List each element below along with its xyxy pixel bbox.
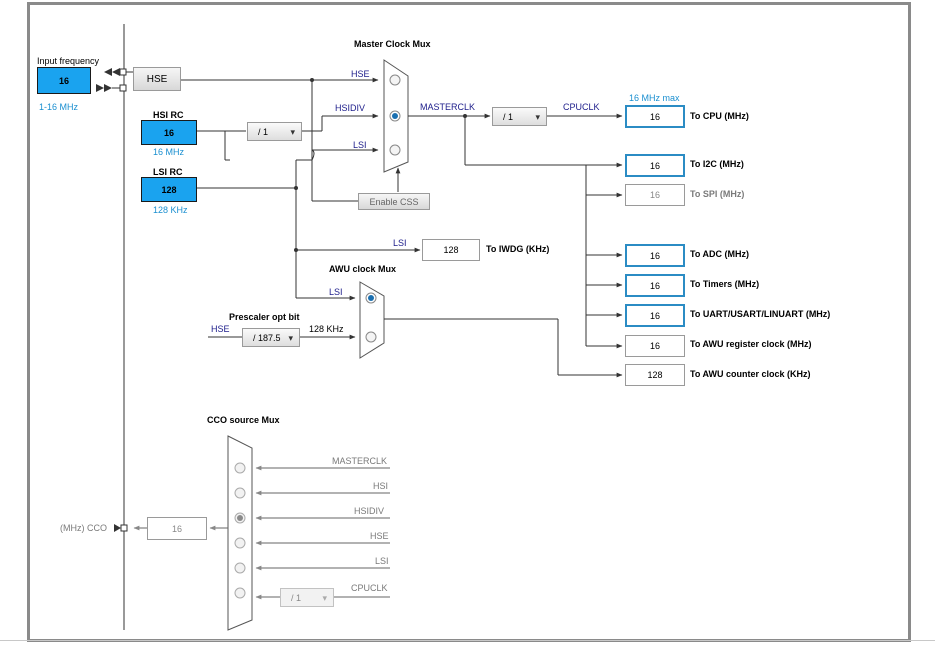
mux-radio-lsi[interactable] — [389, 144, 401, 156]
iwdg-output-label: To IWDG (KHz) — [486, 244, 550, 254]
spi-output-label: To SPI (MHz) — [690, 189, 745, 199]
masterclk-wire — [408, 113, 623, 349]
cco-source-mux — [227, 435, 253, 631]
cco-cpu-prescaler-select[interactable]: / 1 — [280, 588, 334, 607]
uart-output-label: To UART/USART/LINUART (MHz) — [690, 309, 831, 319]
input-frequency-range: 1-16 MHz — [39, 102, 79, 112]
enable-css-button[interactable]: Enable CSS — [358, 193, 430, 210]
hse-button[interactable]: HSE — [133, 67, 181, 91]
cpu-output-label: To CPU (MHz) — [690, 111, 749, 121]
cco-input-hsi-label: HSI — [373, 481, 389, 491]
bottom-divider — [0, 640, 935, 641]
hsi-rc-label: HSI RC — [153, 110, 184, 120]
awu-counter-output-label: To AWU counter clock (KHz) — [690, 369, 811, 379]
cco-connector — [114, 524, 128, 532]
hsi-rc-freq: 16 MHz — [153, 147, 185, 157]
input-connector — [96, 68, 133, 92]
mux-input-lsi-label: LSI — [353, 140, 367, 150]
cpu-prescaler-select[interactable]: / 1 — [492, 107, 547, 126]
awu-clock-mux-title: AWU clock Mux — [329, 264, 397, 274]
mux-input-hse-label: HSE — [351, 69, 370, 79]
cco-output-label: (MHz) CCO — [60, 523, 107, 533]
cco-radios[interactable] — [234, 462, 246, 599]
prescaler-opt-title: Prescaler opt bit — [229, 312, 300, 322]
cco-input-lsi-label: LSI — [375, 556, 389, 566]
cpu-max-note: 16 MHz max — [629, 93, 680, 103]
iwdg-output-field[interactable]: 128 — [422, 239, 480, 261]
hsi-prescaler-select[interactable]: / 1 — [247, 122, 302, 141]
cco-input-hse-label: HSE — [370, 531, 389, 541]
i2c-output-label: To I2C (MHz) — [690, 159, 744, 169]
adc-output-label: To ADC (MHz) — [690, 249, 749, 259]
cco-input-hsidiv-label: HSIDIV — [354, 506, 385, 516]
prescaler-opt-output-label: 128 KHz — [309, 324, 344, 334]
uart-output-field[interactable]: 16 — [625, 304, 685, 327]
mux-input-hsidiv-label: HSIDIV — [335, 103, 366, 113]
css-wire — [311, 80, 401, 202]
master-clock-mux-title: Master Clock Mux — [354, 39, 431, 49]
adc-output-field[interactable]: 16 — [625, 244, 685, 267]
awu-radio-hse[interactable] — [365, 331, 377, 343]
spi-output-field[interactable]: 16 — [625, 184, 685, 206]
cco-input-wires — [133, 465, 390, 600]
cco-output-field[interactable]: 16 — [147, 517, 207, 540]
iwdg-input-label: LSI — [393, 238, 407, 248]
awu-counter-output-field[interactable]: 128 — [625, 364, 685, 386]
prescaler-opt-select[interactable]: / 187.5 — [242, 328, 300, 347]
mux-radio-hse[interactable] — [389, 74, 401, 86]
awu-register-output-label: To AWU register clock (MHz) — [690, 339, 812, 349]
awu-register-output-field[interactable]: 16 — [625, 335, 685, 357]
input-frequency-field[interactable]: 16 — [37, 67, 91, 94]
i2c-output-field[interactable]: 16 — [625, 154, 685, 177]
masterclk-label: MASTERCLK — [420, 102, 476, 112]
hsi-rc-field[interactable]: 16 — [141, 120, 197, 145]
cco-input-cpuclk-label: CPUCLK — [351, 583, 388, 593]
cpuclk-label: CPUCLK — [563, 102, 600, 112]
cco-input-masterclk-label: MASTERCLK — [332, 456, 388, 466]
awu-input-lsi-label: LSI — [329, 287, 343, 297]
timers-output-field[interactable]: 16 — [625, 274, 685, 297]
input-frequency-label: Input frequency — [37, 56, 100, 66]
lsi-rc-label: LSI RC — [153, 167, 183, 177]
awu-wires — [208, 318, 623, 378]
timers-output-label: To Timers (MHz) — [690, 279, 760, 289]
cpu-output-field[interactable]: 16 — [625, 105, 685, 128]
lsi-rc-freq: 128 KHz — [153, 205, 188, 215]
lsi-rc-field[interactable]: 128 — [141, 177, 197, 202]
lsi-wire — [197, 147, 421, 301]
cco-source-mux-title: CCO source Mux — [207, 415, 280, 425]
prescaler-opt-input-label: HSE — [211, 324, 230, 334]
